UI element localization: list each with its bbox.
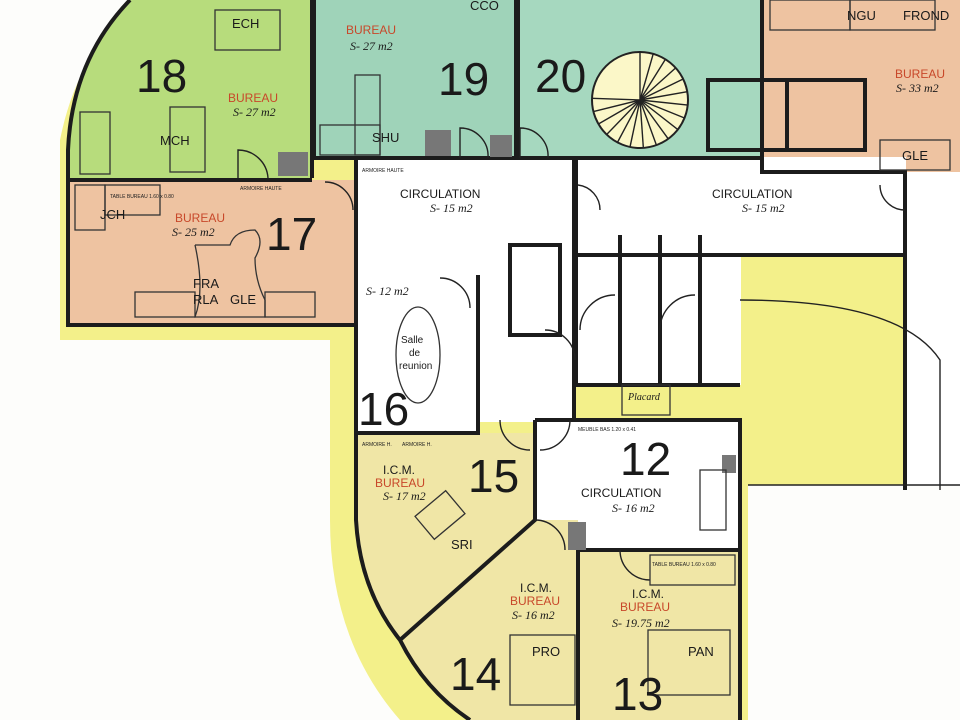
circulation-b-area: S- 15 m2 — [742, 201, 785, 215]
stair-tread — [639, 67, 677, 101]
occupant: SHU — [372, 130, 399, 145]
room-15[interactable] — [356, 433, 535, 640]
stair-tread — [606, 99, 641, 136]
furniture-label: ARMOIRE HAUTE — [240, 186, 282, 192]
room-14-number: 14 — [450, 648, 501, 700]
room-13[interactable] — [578, 550, 740, 720]
occupant: GLE — [230, 292, 256, 307]
room-18-area: S- 27 m2 — [233, 105, 276, 119]
furniture — [74, 0, 951, 706]
occupant: CCO — [470, 0, 499, 13]
circulation-b-label: CIRCULATION — [712, 187, 792, 201]
room-17-number: 17 — [266, 208, 317, 260]
room-14[interactable] — [400, 520, 578, 720]
stair-tread — [639, 99, 685, 119]
stair-tread — [639, 58, 667, 101]
stair-tread — [616, 99, 641, 143]
occupant: PRO — [532, 644, 560, 659]
room-16-area: S- 12 m2 — [366, 284, 409, 298]
stair-tread — [639, 99, 658, 146]
room-14-area: S- 16 m2 — [512, 608, 555, 622]
room-ne[interactable] — [762, 0, 960, 172]
stair-tread — [592, 97, 641, 101]
stair-tread — [639, 99, 669, 140]
room-ne-area: S- 33 m2 — [896, 81, 939, 95]
circulation-a-area: S- 15 m2 — [430, 201, 473, 215]
room-13-type: BUREAU — [620, 600, 670, 614]
labels: 18 BUREAU S- 27 m2 ECH MCH 19 BUREAU S- … — [100, 0, 949, 720]
room-12-area: S- 16 m2 — [612, 501, 655, 515]
stair-tread — [639, 99, 645, 148]
furniture-label: ARMOIRE H. — [402, 442, 432, 448]
occupant: ECH — [232, 16, 259, 31]
furniture-label: MEUBLE BAS 1.20 x 0.41 — [578, 427, 636, 433]
doors[interactable] — [237, 127, 906, 581]
room-15-type: BUREAU — [375, 476, 425, 490]
room-ne-type: BUREAU — [895, 67, 945, 81]
room-12-number: 12 — [620, 433, 671, 485]
room-16[interactable] — [356, 275, 478, 433]
room-19-number: 19 — [438, 53, 489, 105]
room-17-type: BUREAU — [175, 211, 225, 225]
meeting-table-label: de — [409, 348, 421, 359]
room-17-area: S- 25 m2 — [172, 225, 215, 239]
furniture-label: ARMOIRE HAUTE — [362, 168, 404, 174]
stair-tread — [629, 99, 641, 148]
room-13-area: S- 19.75 m2 — [612, 616, 670, 630]
stair-tread — [639, 53, 654, 101]
walls — [66, 0, 960, 720]
circulation-a-label: CIRCULATION — [400, 187, 480, 201]
occupant: RLA — [193, 292, 219, 307]
room-13-number: 13 — [612, 668, 663, 720]
occupant: PAN — [688, 644, 714, 659]
room-19-type: BUREAU — [346, 23, 396, 37]
room-19-area: S- 27 m2 — [350, 39, 393, 53]
room-15-number: 15 — [468, 450, 519, 502]
room-20-number: 20 — [535, 50, 586, 102]
spiral-staircase — [591, 51, 689, 149]
meeting-table-label: Salle — [401, 335, 424, 346]
furniture-label: TABLE BUREAU 1.60 x 0.80 — [110, 194, 174, 200]
room-18-number: 18 — [136, 50, 187, 102]
room-18[interactable] — [68, 0, 312, 178]
stair-tread — [639, 78, 684, 101]
stair-tread — [639, 90, 688, 101]
room-17[interactable] — [68, 180, 356, 325]
stair-tread — [639, 99, 688, 106]
furniture-label: TABLE BUREAU 1.60 x 0.80 — [652, 562, 716, 568]
room-13-org: I.C.M. — [632, 587, 664, 601]
placard-label: Placard — [627, 392, 661, 403]
room-14-type: BUREAU — [510, 594, 560, 608]
room-16-number: 16 — [358, 383, 409, 435]
room-18-type: BUREAU — [228, 91, 278, 105]
room-12-type: CIRCULATION — [581, 486, 661, 500]
room-14-org: I.C.M. — [520, 581, 552, 595]
stair-tread — [593, 99, 641, 113]
stair-tread — [598, 99, 641, 125]
occupant: FRA — [193, 276, 219, 291]
occupant: JCH — [100, 207, 125, 222]
room-19[interactable] — [314, 0, 516, 158]
occupant: GLE — [902, 148, 928, 163]
outside-white — [748, 485, 960, 720]
room-15-area: S- 17 m2 — [383, 489, 426, 503]
stair-tread — [639, 99, 679, 131]
room-ne-lower — [905, 172, 960, 490]
occupant: MCH — [160, 133, 190, 148]
occupant: SRI — [451, 537, 473, 552]
occupant: NGU — [847, 8, 876, 23]
meeting-table-label: reunion — [399, 361, 432, 372]
furniture-label: ARMOIRE H. — [362, 442, 392, 448]
occupant: FROND — [903, 8, 949, 23]
columns — [278, 130, 736, 550]
room-15-org: I.C.M. — [383, 463, 415, 477]
